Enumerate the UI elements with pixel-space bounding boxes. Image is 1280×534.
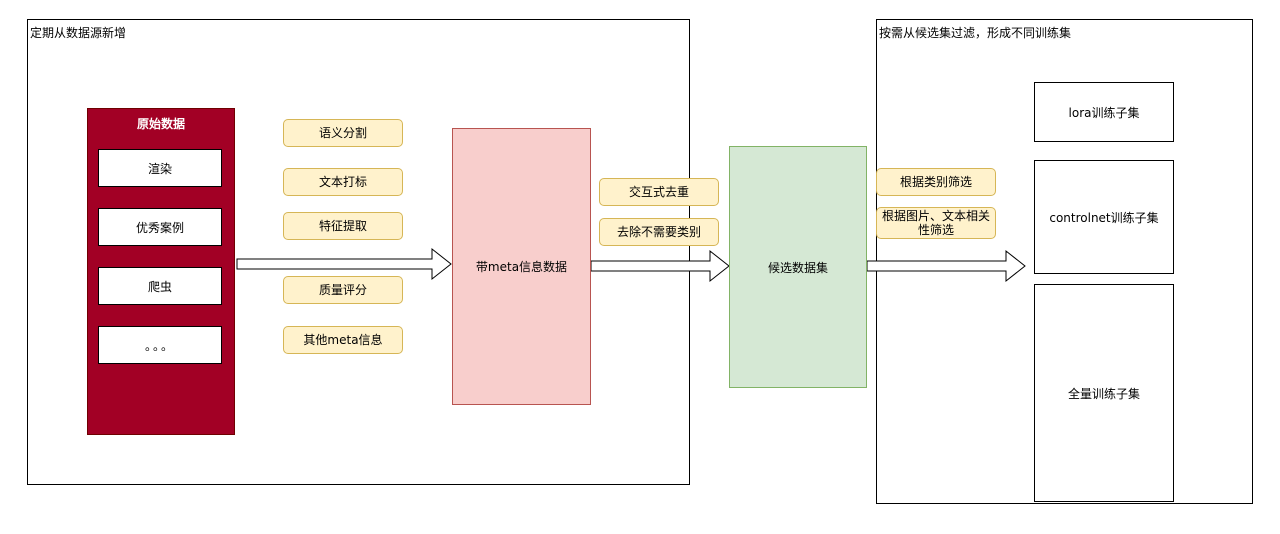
processing-tag: 其他meta信息 (283, 326, 403, 354)
arrow-candidate-to-training (866, 249, 1026, 283)
raw-data-item: 优秀案例 (98, 208, 222, 246)
raw-data-item: 。。。 (98, 326, 222, 364)
left-frame-title: 定期从数据源新增 (30, 26, 127, 40)
training-set-box: controlnet训练子集 (1034, 160, 1174, 274)
raw-data-item: 爬虫 (98, 267, 222, 305)
meta-data-box: 带meta信息数据 (452, 128, 591, 405)
processing-tag: 文本打标 (283, 168, 403, 196)
training-set-box: 全量训练子集 (1034, 284, 1174, 502)
dedup-tag: 交互式去重 (599, 178, 719, 206)
processing-tag: 质量评分 (283, 276, 403, 304)
processing-tag: 语义分割 (283, 119, 403, 147)
arrow-raw-to-meta (236, 247, 452, 281)
training-set-box: lora训练子集 (1034, 82, 1174, 142)
candidate-dataset-box: 候选数据集 (729, 146, 867, 388)
filter-tag: 根据类别筛选 (876, 168, 996, 196)
dedup-tag: 去除不需要类别 (599, 218, 719, 246)
right-frame-title: 按需从候选集过滤，形成不同训练集 (879, 26, 1072, 40)
raw-data-title: 原始数据 (136, 116, 185, 131)
raw-data-item: 渲染 (98, 149, 222, 187)
arrow-meta-to-candidate (590, 249, 730, 283)
processing-tag: 特征提取 (283, 212, 403, 240)
filter-tag: 根据图片、文本相关性筛选 (876, 207, 996, 239)
